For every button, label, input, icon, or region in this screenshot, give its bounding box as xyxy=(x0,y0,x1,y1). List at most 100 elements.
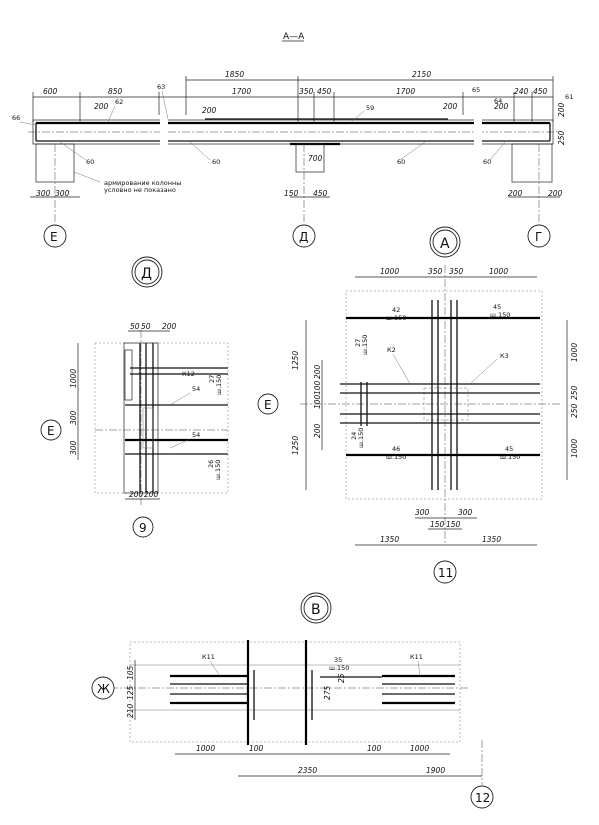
svg-text:1250: 1250 xyxy=(291,351,300,370)
svg-text:45: 45 xyxy=(505,445,513,453)
svg-text:26: 26 xyxy=(207,460,215,468)
svg-text:300: 300 xyxy=(36,189,51,198)
svg-text:1850: 1850 xyxy=(225,70,244,79)
svg-text:ш.150: ш.150 xyxy=(500,453,520,461)
svg-text:200: 200 xyxy=(548,189,563,198)
svg-text:46: 46 xyxy=(392,445,400,453)
svg-text:300: 300 xyxy=(55,189,70,198)
svg-text:ш.150: ш.150 xyxy=(490,311,510,319)
section-title: А—А xyxy=(283,32,305,42)
svg-text:63: 63 xyxy=(157,83,165,91)
svg-text:200: 200 xyxy=(202,106,217,115)
svg-text:450: 450 xyxy=(317,87,332,96)
note-line1: армирование колонны xyxy=(104,179,181,187)
svg-text:300: 300 xyxy=(69,440,78,455)
svg-text:К2: К2 xyxy=(387,346,396,354)
svg-text:250: 250 xyxy=(557,130,566,145)
svg-text:200: 200 xyxy=(313,364,322,379)
svg-text:1700: 1700 xyxy=(232,87,251,96)
node-a: А 1000 350 350 1000 1250 200 100 100 200… xyxy=(257,226,579,584)
svg-text:25: 25 xyxy=(337,673,346,683)
svg-text:54: 54 xyxy=(192,431,200,439)
svg-text:450: 450 xyxy=(313,189,328,198)
node-d: Д 50 50 200 1000 300 300 К12 54 54 27 ш.… xyxy=(40,256,229,538)
svg-text:200: 200 xyxy=(129,490,144,499)
svg-text:600: 600 xyxy=(43,87,58,96)
dims-row2: 600 850 1700 350 450 1700 240 450 xyxy=(43,87,548,96)
svg-text:105: 105 xyxy=(126,665,135,680)
svg-text:2150: 2150 xyxy=(412,70,431,79)
svg-text:60: 60 xyxy=(212,158,220,166)
svg-text:Е: Е xyxy=(50,230,58,244)
svg-text:45: 45 xyxy=(493,303,501,311)
node-d-axis-e: Е xyxy=(47,424,55,438)
svg-text:50: 50 xyxy=(141,322,151,331)
svg-text:60: 60 xyxy=(86,158,94,166)
svg-text:61: 61 xyxy=(565,93,573,101)
svg-text:300: 300 xyxy=(458,508,473,517)
node-v-axis-zh: Ж xyxy=(97,682,110,696)
svg-text:350: 350 xyxy=(449,267,464,276)
svg-text:275: 275 xyxy=(323,685,332,700)
svg-text:1350: 1350 xyxy=(482,535,501,544)
svg-text:66: 66 xyxy=(12,114,20,122)
note-line2: условно не показано xyxy=(104,186,176,194)
svg-text:24: 24 xyxy=(350,432,358,440)
axis-bubble-e: Е xyxy=(43,224,67,248)
node-d-title: Д xyxy=(141,266,152,282)
svg-text:64: 64 xyxy=(494,97,502,105)
svg-text:54: 54 xyxy=(192,385,200,393)
svg-text:1000: 1000 xyxy=(69,369,78,388)
svg-text:1000: 1000 xyxy=(570,343,579,362)
svg-text:50: 50 xyxy=(130,322,140,331)
svg-text:59: 59 xyxy=(366,104,374,112)
svg-text:27: 27 xyxy=(354,339,362,347)
svg-text:2350: 2350 xyxy=(298,766,317,775)
svg-text:ш.150: ш.150 xyxy=(215,375,223,395)
svg-text:ш.150: ш.150 xyxy=(214,460,222,480)
svg-text:62: 62 xyxy=(115,98,123,106)
axis-bubble-d: Д xyxy=(292,224,316,248)
svg-text:300: 300 xyxy=(69,410,78,425)
svg-text:Д: Д xyxy=(299,230,308,244)
svg-text:42: 42 xyxy=(392,306,400,314)
svg-text:ш.150: ш.150 xyxy=(329,664,349,672)
svg-text:250: 250 xyxy=(570,385,579,400)
svg-text:27: 27 xyxy=(208,375,216,383)
svg-text:1350: 1350 xyxy=(380,535,399,544)
svg-text:60: 60 xyxy=(483,158,491,166)
node-a-title: А xyxy=(440,236,450,252)
svg-text:700: 700 xyxy=(308,154,323,163)
svg-text:240: 240 xyxy=(514,87,529,96)
svg-text:200: 200 xyxy=(443,102,458,111)
svg-text:850: 850 xyxy=(108,87,123,96)
svg-text:100: 100 xyxy=(367,744,382,753)
svg-text:К12: К12 xyxy=(182,370,195,378)
node-v-title: В xyxy=(311,602,321,618)
svg-text:35: 35 xyxy=(334,656,342,664)
svg-text:1000: 1000 xyxy=(489,267,508,276)
svg-text:100: 100 xyxy=(313,394,322,409)
svg-text:1250: 1250 xyxy=(291,436,300,455)
svg-text:Г: Г xyxy=(535,230,542,244)
svg-text:210: 210 xyxy=(126,703,135,718)
svg-text:150: 150 xyxy=(430,520,445,529)
svg-text:200: 200 xyxy=(313,423,322,438)
svg-text:150: 150 xyxy=(284,189,299,198)
svg-text:200: 200 xyxy=(494,102,509,111)
svg-text:К3: К3 xyxy=(500,352,509,360)
axis-bubble-g: Г xyxy=(527,224,551,248)
svg-text:200: 200 xyxy=(144,490,159,499)
dims-row1: 1850 2150 xyxy=(225,70,431,79)
svg-text:150: 150 xyxy=(446,520,461,529)
svg-text:1000: 1000 xyxy=(410,744,429,753)
svg-text:К11: К11 xyxy=(202,653,215,661)
svg-text:450: 450 xyxy=(533,87,548,96)
svg-text:1000: 1000 xyxy=(380,267,399,276)
svg-text:300: 300 xyxy=(415,508,430,517)
svg-text:200: 200 xyxy=(162,322,177,331)
svg-text:100: 100 xyxy=(313,380,322,395)
node-d-axis-9: 9 xyxy=(139,521,147,535)
position-marks: 66 62 63 59 64 65 61 60 60 60 60 xyxy=(12,83,573,166)
svg-text:250: 250 xyxy=(570,403,579,418)
